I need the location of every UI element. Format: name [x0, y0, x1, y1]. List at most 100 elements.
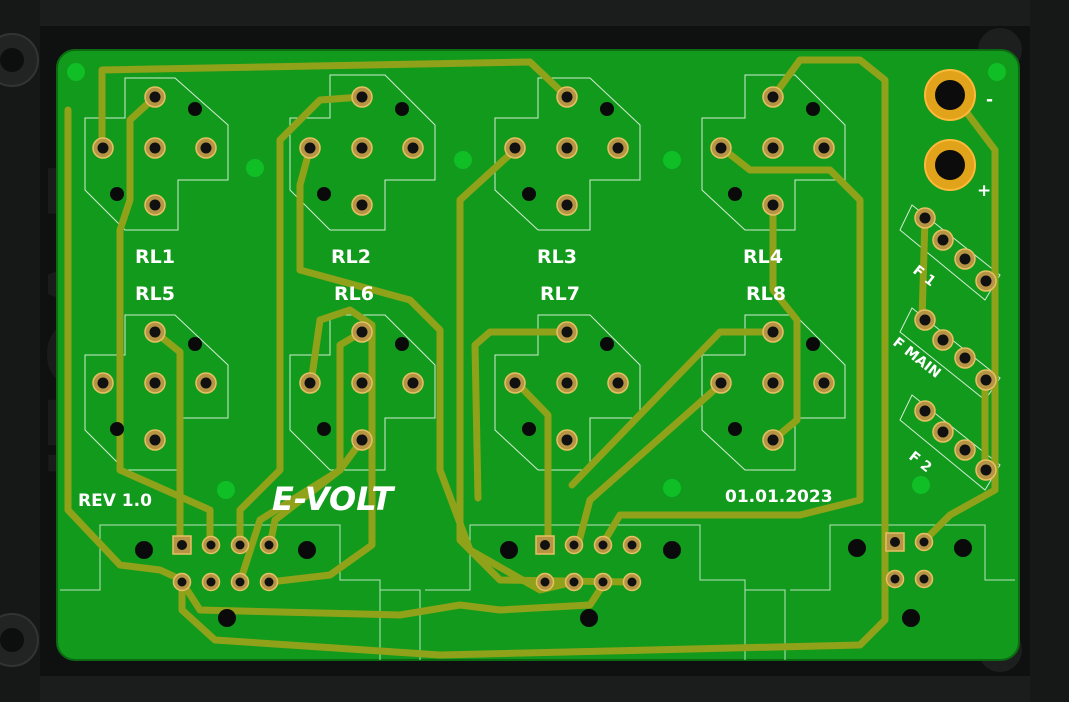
brand-logo-text: E-VOLT — [272, 480, 395, 518]
pad-drill — [509, 142, 521, 154]
relay-labels: RL1 RL2 RL3 RL4 RL5 RL6 RL7 RL8 — [135, 246, 786, 305]
label-rl8: RL8 — [746, 283, 786, 305]
pad-drill — [356, 326, 368, 338]
pin-drill — [919, 537, 929, 547]
mounting-holes — [135, 539, 972, 627]
pin-drill — [598, 540, 608, 550]
pad-drill — [980, 275, 992, 287]
pin-drill — [919, 574, 929, 584]
relay-hole — [600, 337, 614, 351]
pad-drill — [937, 334, 949, 346]
pad-drill — [715, 377, 727, 389]
label-rl1: RL1 — [135, 246, 175, 268]
pad-drill — [767, 199, 779, 211]
relay-hole — [317, 187, 331, 201]
pad-drill — [561, 91, 573, 103]
pin-drill — [598, 577, 608, 587]
revision-label: REV 1.0 — [78, 491, 152, 511]
pin-drill — [206, 577, 216, 587]
relay-hole — [600, 102, 614, 116]
pin-drill — [264, 540, 274, 550]
pin-drill — [235, 577, 245, 587]
pad-drill — [149, 91, 161, 103]
pad-drill — [356, 142, 368, 154]
relay-pads — [92, 86, 997, 481]
pin-drill — [540, 577, 550, 587]
pad-drill — [612, 142, 624, 154]
pad-drill — [767, 91, 779, 103]
pin-drill — [569, 540, 579, 550]
pad-drill — [818, 142, 830, 154]
relay-hole — [728, 187, 742, 201]
pad-drill — [304, 377, 316, 389]
pin-drill — [206, 540, 216, 550]
pin-drill — [177, 540, 187, 550]
pad-drill — [356, 434, 368, 446]
pin-drill — [264, 577, 274, 587]
pad-drill — [561, 377, 573, 389]
pin-drill — [890, 574, 900, 584]
pad-drill — [919, 212, 931, 224]
relay-hole — [522, 422, 536, 436]
pin-drill — [569, 577, 579, 587]
pin-drill — [890, 537, 900, 547]
pad-drill — [149, 199, 161, 211]
pad-drill — [407, 142, 419, 154]
pad-drill — [149, 377, 161, 389]
relay-hole — [188, 102, 202, 116]
relay-hole — [317, 422, 331, 436]
pad-drill — [149, 326, 161, 338]
label-rl5: RL5 — [135, 283, 175, 305]
pad-drill — [767, 434, 779, 446]
pad-drill — [767, 142, 779, 154]
pad-drill — [767, 377, 779, 389]
pin-drill — [177, 577, 187, 587]
pad-drill — [97, 377, 109, 389]
power-connector: - + — [924, 69, 993, 201]
pad-drill — [356, 377, 368, 389]
relay-hole — [110, 187, 124, 201]
pad-drill — [919, 314, 931, 326]
connector-outlines — [60, 524, 1015, 660]
copper-traces — [64, 56, 999, 659]
pad-drill — [980, 464, 992, 476]
pad-drill — [937, 234, 949, 246]
date-label: 01.01.2023 — [725, 487, 833, 507]
pad-drill — [715, 142, 727, 154]
label-rl2: RL2 — [331, 246, 371, 268]
relay-hole — [728, 422, 742, 436]
pin-drill — [235, 540, 245, 550]
pad-drill — [509, 377, 521, 389]
header-pins — [172, 532, 934, 592]
pad-drill — [561, 434, 573, 446]
power-minus-label: - — [986, 90, 993, 110]
label-rl6: RL6 — [334, 283, 374, 305]
pin-drill — [627, 577, 637, 587]
vias — [67, 63, 1006, 499]
pad-drill — [149, 434, 161, 446]
label-rl3: RL3 — [537, 246, 577, 268]
label-rl4: RL4 — [743, 246, 783, 268]
pad-drill — [980, 374, 992, 386]
label-rl7: RL7 — [540, 283, 580, 305]
pad-drill — [818, 377, 830, 389]
relay-hole — [806, 102, 820, 116]
pad-drill — [919, 405, 931, 417]
relay-hole — [188, 337, 202, 351]
pad-drill — [304, 142, 316, 154]
pad-drill — [97, 142, 109, 154]
pad-drill — [937, 426, 949, 438]
power-plus-label: + — [977, 181, 991, 201]
pad-drill — [356, 91, 368, 103]
pad-drill — [612, 377, 624, 389]
pad-drill — [767, 326, 779, 338]
pad-drill — [407, 377, 419, 389]
relay-hole — [395, 102, 409, 116]
pad-drill — [561, 199, 573, 211]
pad-drill — [200, 377, 212, 389]
relay-hole — [806, 337, 820, 351]
pad-drill — [200, 142, 212, 154]
pad-drill — [959, 253, 971, 265]
pad-drill — [959, 352, 971, 364]
